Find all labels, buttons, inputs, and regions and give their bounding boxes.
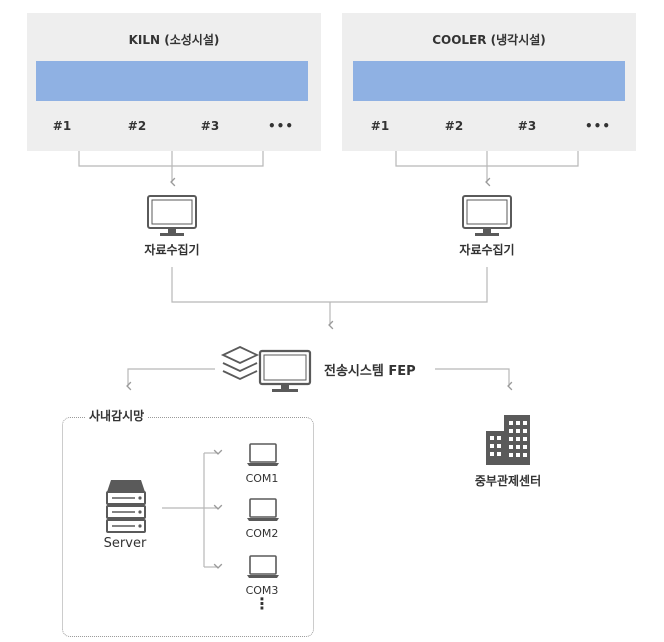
- cooler-slot-2: #2: [444, 119, 464, 133]
- laptop-icon: [247, 498, 279, 521]
- layers-icon: [220, 346, 260, 380]
- fep-label: 전송시스템 FEP: [324, 364, 416, 379]
- server-label: Server: [103, 536, 147, 551]
- monitor-icon: [462, 195, 512, 236]
- collector-left-label: 자료수집기: [144, 243, 200, 257]
- building-icon: [486, 415, 530, 465]
- kiln-title: KILN (소성시설): [128, 33, 220, 47]
- laptop-icon: [247, 555, 279, 578]
- kiln-slot-more: •••: [267, 119, 295, 133]
- internal-monitoring-group: [62, 417, 314, 637]
- kiln-slot-2: #2: [127, 119, 147, 133]
- monitor-icon: [258, 349, 312, 392]
- cooler-title: COOLER (냉각시설): [432, 33, 546, 47]
- cooler-slot-3: #3: [517, 119, 537, 133]
- kiln-slot-3: #3: [200, 119, 220, 133]
- laptop-icon: [247, 443, 279, 466]
- collector-right-label: 자료수집기: [459, 243, 515, 257]
- central-control-label: 중부관제센터: [474, 474, 542, 488]
- cooler-slot-more: •••: [584, 119, 612, 133]
- com1-label: COM1: [245, 472, 279, 485]
- kiln-panel: KILN (소성시설) #1 #2 #3 •••: [27, 13, 321, 151]
- monitor-icon: [147, 195, 197, 236]
- more-dots: ⋮: [254, 594, 270, 613]
- cooler-slot-1: #1: [370, 119, 390, 133]
- cooler-panel: COOLER (냉각시설) #1 #2 #3 •••: [342, 13, 636, 151]
- internal-monitoring-title: 사내감시망: [85, 407, 149, 424]
- com2-label: COM2: [245, 527, 279, 540]
- cooler-bar: [353, 61, 625, 101]
- com3-label: COM3: [245, 584, 279, 597]
- server-icon: [106, 480, 146, 533]
- kiln-slot-1: #1: [52, 119, 72, 133]
- kiln-bar: [36, 61, 308, 101]
